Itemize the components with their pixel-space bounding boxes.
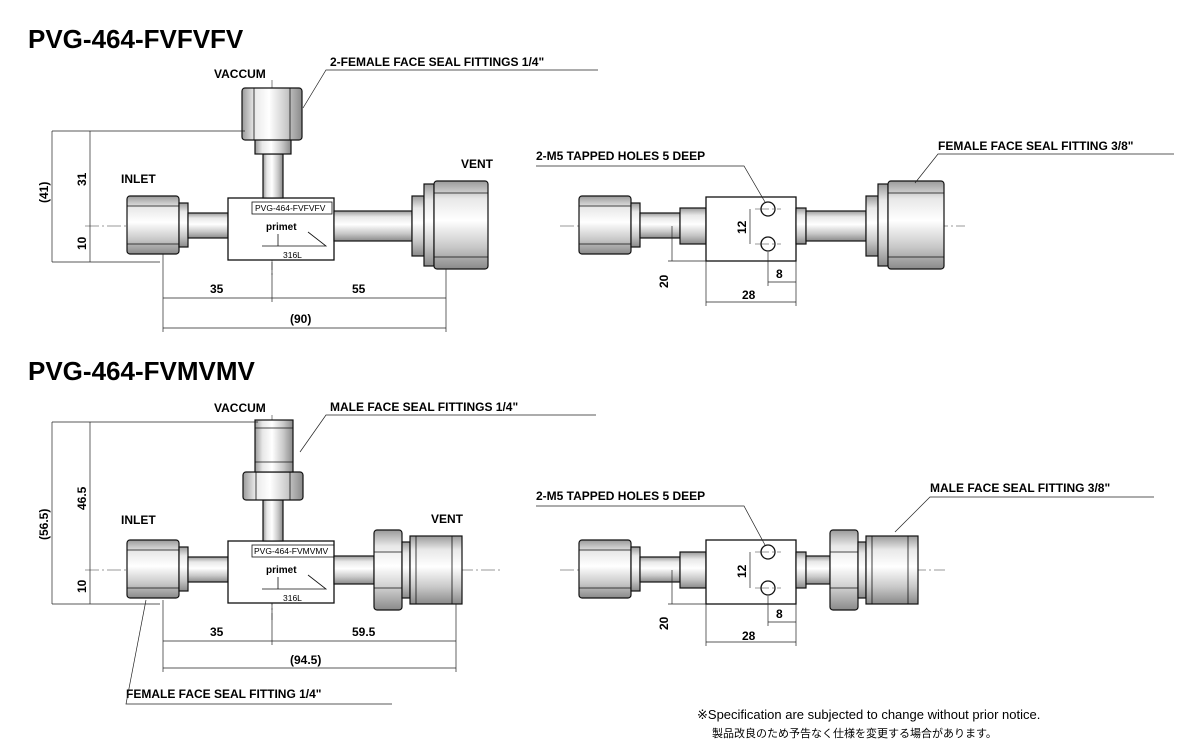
- label-vent: VENT: [431, 512, 464, 526]
- dim-10: 10: [75, 236, 89, 250]
- note-jp: 製品改良のため予告なく仕様を変更する場合があります。: [712, 726, 997, 740]
- inlet-gland: [178, 202, 189, 248]
- callout-holes: 2-M5 TAPPED HOLES 5 DEEP: [536, 149, 705, 163]
- dim-56-5: (56.5): [37, 509, 51, 540]
- callout-right: FEMALE FACE SEAL FITTING 3/8": [938, 139, 1134, 153]
- brand-logo: [262, 231, 328, 247]
- brand-logo: [262, 574, 328, 590]
- dim-46-5: 46.5: [75, 486, 89, 510]
- inlet-tube: [187, 212, 229, 239]
- dim-59-5: 59.5: [352, 625, 376, 639]
- body-model-text: PVG-464-FVFVFV: [255, 203, 326, 213]
- dim-41: (41): [37, 182, 51, 203]
- callout-holes: 2-M5 TAPPED HOLES 5 DEEP: [536, 489, 705, 503]
- inlet-nut: [126, 195, 180, 255]
- top-vent-male: [865, 535, 919, 605]
- dim-20: 20: [657, 616, 671, 630]
- dim-12: 12: [735, 220, 749, 234]
- dim-55: 55: [352, 282, 366, 296]
- dim-28: 28: [742, 288, 756, 302]
- top-body: [705, 539, 797, 605]
- dim-8: 8: [776, 267, 783, 281]
- top-body: [705, 196, 797, 262]
- vaccum-tube: [262, 153, 284, 199]
- label-vaccum: VACCUM: [214, 67, 266, 81]
- top-view-2: 2-M5 TAPPED HOLES 5 DEEP MALE FACE SEAL …: [536, 481, 1154, 646]
- front-view-1: PVG-464-FVFVFV primet 316L VACCUM INLET …: [37, 55, 598, 332]
- label-inlet: INLET: [121, 513, 156, 527]
- callout-top: 2-FEMALE FACE SEAL FITTINGS 1/4": [330, 55, 544, 69]
- dim-10: 10: [75, 579, 89, 593]
- dim-28: 28: [742, 629, 756, 643]
- note-en: ※Specification are subjected to change w…: [697, 707, 1040, 722]
- callout-right: MALE FACE SEAL FITTING 3/8": [930, 481, 1110, 495]
- diagram-1: PVG-464-FVFVFV PVG-464-FVFVFV primet 316…: [28, 24, 1174, 332]
- dim-8: 8: [776, 607, 783, 621]
- label-vaccum: VACCUM: [214, 401, 266, 415]
- label-vent: VENT: [461, 157, 494, 171]
- vent-gland: [411, 195, 425, 257]
- body-model-text: PVG-464-FVMVMV: [254, 546, 328, 556]
- vent-male-gland: [409, 535, 463, 605]
- vaccum-hex: [242, 471, 304, 501]
- top-inlet-nut: [578, 195, 632, 255]
- label-inlet: INLET: [121, 172, 156, 186]
- callout-leader: [302, 69, 598, 109]
- dim-12: 12: [735, 564, 749, 578]
- diagram-2: PVG-464-FVMVMV PVG-464-FVMVMV primet 316…: [28, 356, 1154, 705]
- top-vent-nut: [887, 180, 945, 270]
- dim-35: 35: [210, 625, 224, 639]
- dim-20: 20: [657, 274, 671, 288]
- dim-90: (90): [290, 312, 311, 326]
- top-view-1: 2-M5 TAPPED HOLES 5 DEEP FEMALE FACE SEA…: [536, 139, 1174, 306]
- valve-body: [227, 540, 335, 604]
- vent-nut: [433, 180, 489, 270]
- vaccum-nut: [241, 87, 303, 141]
- body-brand-text: primet: [266, 565, 297, 576]
- dim-35: 35: [210, 282, 224, 296]
- body-material-text: 316L: [283, 593, 302, 603]
- dim-94-5: (94.5): [290, 653, 321, 667]
- body-material-text: 316L: [283, 250, 302, 260]
- callout-top: MALE FACE SEAL FITTINGS 1/4": [330, 400, 518, 414]
- vent-tube: [333, 210, 413, 242]
- callout-bottom: FEMALE FACE SEAL FITTING 1/4": [126, 687, 322, 701]
- vent-hex: [373, 529, 403, 611]
- vent-nut-flange: [423, 183, 435, 267]
- inlet-nut: [126, 539, 180, 599]
- dim-31: 31: [75, 172, 89, 186]
- front-view-2: PVG-464-FVMVMV primet 316L VACCUM INLET …: [37, 400, 596, 705]
- diagram-2-title: PVG-464-FVMVMV: [28, 356, 255, 386]
- diagram-1-title: PVG-464-FVFVFV: [28, 24, 244, 54]
- body-brand-text: primet: [266, 222, 297, 233]
- valve-body: [227, 197, 335, 261]
- vaccum-male-gland: [254, 419, 294, 473]
